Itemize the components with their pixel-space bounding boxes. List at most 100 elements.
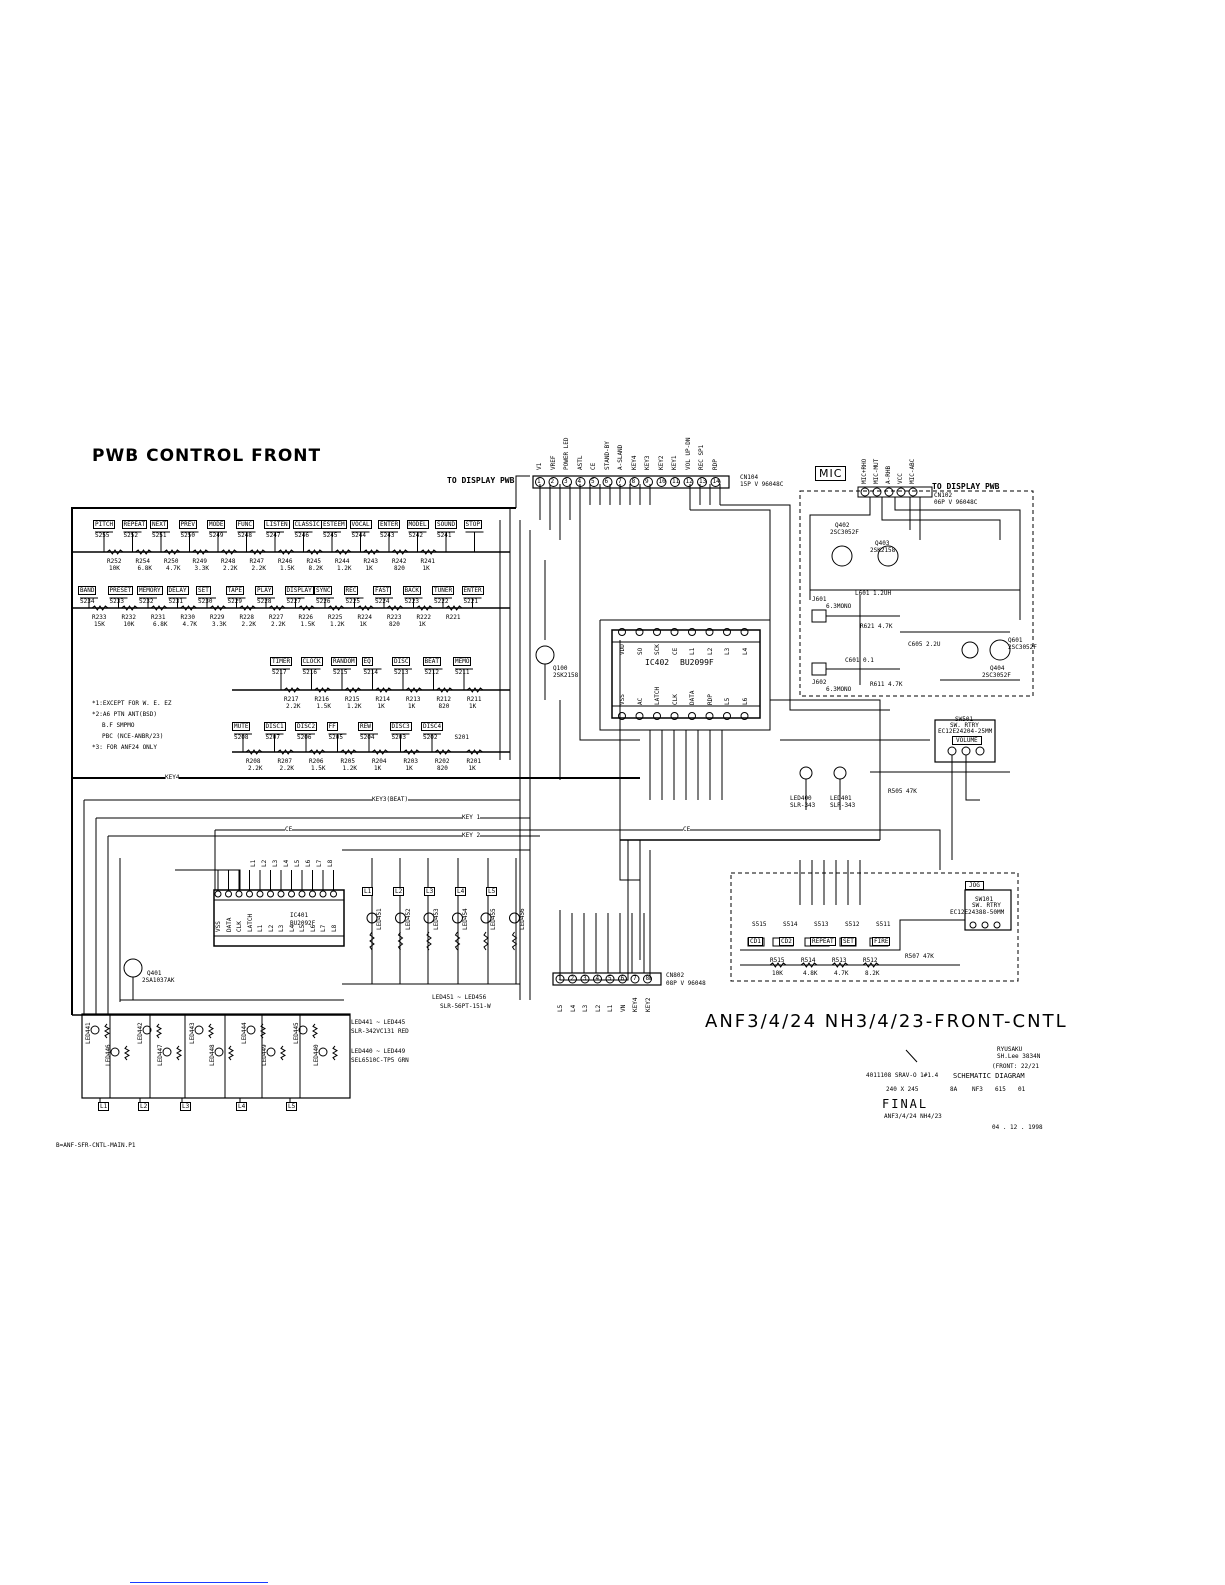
led-label: LED454 — [461, 908, 469, 930]
cn104-pin-label: POWER LED — [563, 437, 570, 470]
led-label: LED456 — [518, 908, 526, 930]
cn104-pin-number: 4 — [577, 478, 582, 485]
resistor-label: R212 — [436, 696, 451, 703]
switch-label: S224 — [375, 598, 390, 605]
resistor-value: 1.5K — [316, 703, 331, 710]
bottom-led-label: LED447 — [157, 1044, 164, 1066]
key-button-disc: DISC — [392, 657, 411, 666]
switch-label: S211 — [455, 669, 470, 676]
cn102-part: 06P V 96048C — [934, 499, 978, 506]
cn104-pin-number: 9 — [645, 478, 649, 485]
switch-label: S203 — [391, 734, 406, 741]
cn104-destination: TO DISPLAY PWB — [447, 476, 515, 485]
resistor-value: 2.2K — [286, 703, 301, 710]
jog-resistor-value: 4.8K — [803, 970, 818, 977]
sw101-name: SW101 — [975, 896, 994, 903]
title-model-small: ANF3/4/24 NH4/23 — [884, 1113, 942, 1120]
cn802-pin-number: 6 — [620, 975, 625, 982]
key-button-disc4: DISC4 — [421, 722, 444, 731]
resistor-label: R224 — [357, 614, 372, 621]
q404-part: 2SC3052F — [982, 672, 1011, 679]
model-title: ANF3/4/24 NH3/4/23-FRONT-CNTL — [705, 1011, 1068, 1032]
note-line: *2:A6 PTN ANT(BSD) — [92, 711, 158, 718]
ic402-pin-label: L1 — [689, 647, 696, 655]
cn104-pin-number: 10 — [658, 478, 666, 485]
bottom-led-label: LED440 — [313, 1044, 320, 1066]
switch-label: S251 — [152, 532, 167, 539]
resistor-value: 1K — [418, 621, 426, 628]
jog-switch-label: S512 — [845, 921, 860, 928]
bottom-box-l1: L1 — [98, 1102, 110, 1111]
title-code4: 01 — [1018, 1086, 1026, 1093]
resistor-value: 2.2K — [248, 765, 263, 772]
bottom-box-l3: L3 — [180, 1102, 192, 1111]
ic402-pin-label: L3 — [724, 647, 731, 655]
switch-label: S227 — [286, 598, 301, 605]
resistor-label: R214 — [375, 696, 390, 703]
bus-label-ce-2: CE — [683, 826, 691, 833]
key-button-timer: TIMER — [270, 657, 293, 666]
ic402-part: BU2099F — [680, 658, 714, 667]
resistor-label: R201 — [466, 758, 481, 765]
key-button-preset: PRESET — [107, 586, 134, 595]
note-line: PBC (NCE-ANBR/23) — [102, 733, 164, 740]
resistor-value: 1K — [408, 703, 416, 710]
resistor-value: 1.2K — [347, 703, 362, 710]
jog-resistor-label: R514 — [801, 957, 816, 964]
q401-name: Q401 — [147, 970, 162, 977]
bottom-led-label: LED445 — [293, 1022, 300, 1044]
key-button-eq: EQ — [361, 657, 373, 666]
jog-resistor-label: R513 — [832, 957, 847, 964]
led-drive-label: L6 — [305, 859, 312, 867]
q100-part: 2SK2158 — [553, 672, 579, 679]
switch-label: S225 — [345, 598, 360, 605]
switch-label: S246 — [294, 532, 309, 539]
key-button-disc1: DISC1 — [263, 722, 286, 731]
switch-label: S232 — [139, 598, 154, 605]
key-button-enter: ENTER — [461, 586, 484, 595]
q100-name: Q100 — [553, 665, 568, 672]
resistor-value: 6.8K — [137, 565, 152, 572]
ic401-pin-label: L2 — [267, 924, 275, 932]
cn104-pin-label: CE — [590, 462, 597, 470]
switch-label: S245 — [323, 532, 338, 539]
q403-name: Q403 — [875, 540, 890, 547]
q601-part: 2SC3052F — [1008, 644, 1037, 651]
cn802-pin-number: 5 — [608, 975, 612, 982]
title-front: (FRONT: 22/21 — [992, 1063, 1039, 1070]
jog-button-repeat: REPEAT — [810, 937, 836, 946]
resistor-value: 2.2K — [223, 565, 238, 572]
title-doc-type: SCHEMATIC DIAGRAM — [953, 1072, 1025, 1080]
resistor-value: 1.5K — [300, 621, 315, 628]
title-code1: 8A — [950, 1086, 958, 1093]
switch-label: S212 — [424, 669, 439, 676]
resistor-label: R225 — [328, 614, 343, 621]
cn802-pin-label: KEY2 — [644, 997, 652, 1012]
ic401-pin-label: L5 — [299, 924, 306, 932]
switch-label: S229 — [227, 598, 242, 605]
ic401-pin-label: L3 — [278, 924, 285, 932]
key-button-mode: MODE — [207, 520, 226, 529]
led-drive-box: L3 — [424, 887, 436, 896]
ic402-pin-label: L4 — [741, 647, 749, 655]
led-drive-box: L2 — [393, 887, 405, 896]
ic402-pin-label: L6 — [741, 697, 749, 705]
cn802-pin-label: L4 — [569, 1004, 577, 1012]
cn104-pin-label: STAND-BY — [603, 441, 611, 470]
resistor-value: 1K — [405, 765, 413, 772]
c601-label: C601 0.1 — [845, 657, 874, 664]
q403-part: 2SK2158 — [870, 547, 896, 554]
ic402-pin-label: CLK — [671, 694, 679, 705]
resistor-value: 1.2K — [337, 565, 352, 572]
resistor-value: 2.2K — [271, 621, 286, 628]
cn802-pin-label: L1 — [607, 1004, 614, 1012]
switch-label: S202 — [423, 734, 438, 741]
cn802-pin-label: KEY4 — [632, 997, 639, 1012]
ic402-pin-label: L2 — [706, 647, 714, 655]
cn104-pin-label: ASTL — [576, 455, 584, 470]
ic402-pin-label: CE — [671, 647, 679, 655]
key-button-pitch: PITCH — [93, 520, 116, 529]
led-group3-range: LED440 ~ LED449 — [351, 1048, 406, 1055]
jog-resistor-value: 10K — [772, 970, 783, 977]
